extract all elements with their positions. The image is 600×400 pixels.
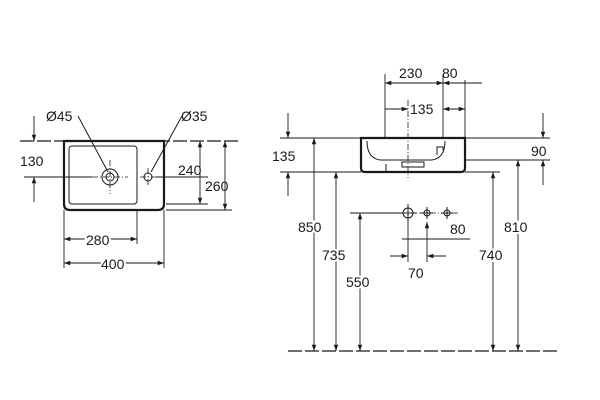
supply-connections xyxy=(364,204,458,222)
leader-tap-diameter xyxy=(77,115,109,173)
tap-hole xyxy=(92,160,128,194)
label-dim-280: 280 xyxy=(86,232,110,248)
label-dim-135-top: 135 xyxy=(410,101,434,117)
label-dim-135-left: 135 xyxy=(272,148,296,164)
basin-outline-plan xyxy=(62,139,166,212)
label-dim-90: 90 xyxy=(531,143,547,159)
label-dim-240: 240 xyxy=(178,162,202,178)
label-dim-850: 850 xyxy=(298,219,322,235)
overflow-hole xyxy=(140,168,156,186)
basin-outline-front xyxy=(359,136,467,174)
top-view: Ø45 Ø35 130 240 260 280 400 xyxy=(20,108,240,274)
label-tap-diameter: Ø45 xyxy=(46,108,73,124)
label-dim-810: 810 xyxy=(504,219,528,235)
label-dim-400: 400 xyxy=(101,256,125,272)
label-dim-230: 230 xyxy=(399,65,423,81)
label-dim-80-top: 80 xyxy=(442,65,458,81)
basin-bowl-front xyxy=(366,140,446,161)
label-dim-70: 70 xyxy=(408,265,424,281)
label-dim-260: 260 xyxy=(205,178,229,194)
label-dim-80-conn: 80 xyxy=(450,221,466,237)
front-view: 230 80 135 135 90 850 735 550 740 810 xyxy=(272,65,558,352)
waste-outlet xyxy=(401,161,425,168)
label-dim-130: 130 xyxy=(20,153,44,169)
tap-symbol xyxy=(436,146,444,155)
leader-overflow-diameter xyxy=(150,115,183,173)
label-dim-735: 735 xyxy=(322,247,346,263)
label-dim-740: 740 xyxy=(479,247,503,263)
basin-bowl-plan xyxy=(68,145,138,205)
label-dim-550: 550 xyxy=(346,274,370,290)
label-overflow-diameter: Ø35 xyxy=(181,108,208,124)
